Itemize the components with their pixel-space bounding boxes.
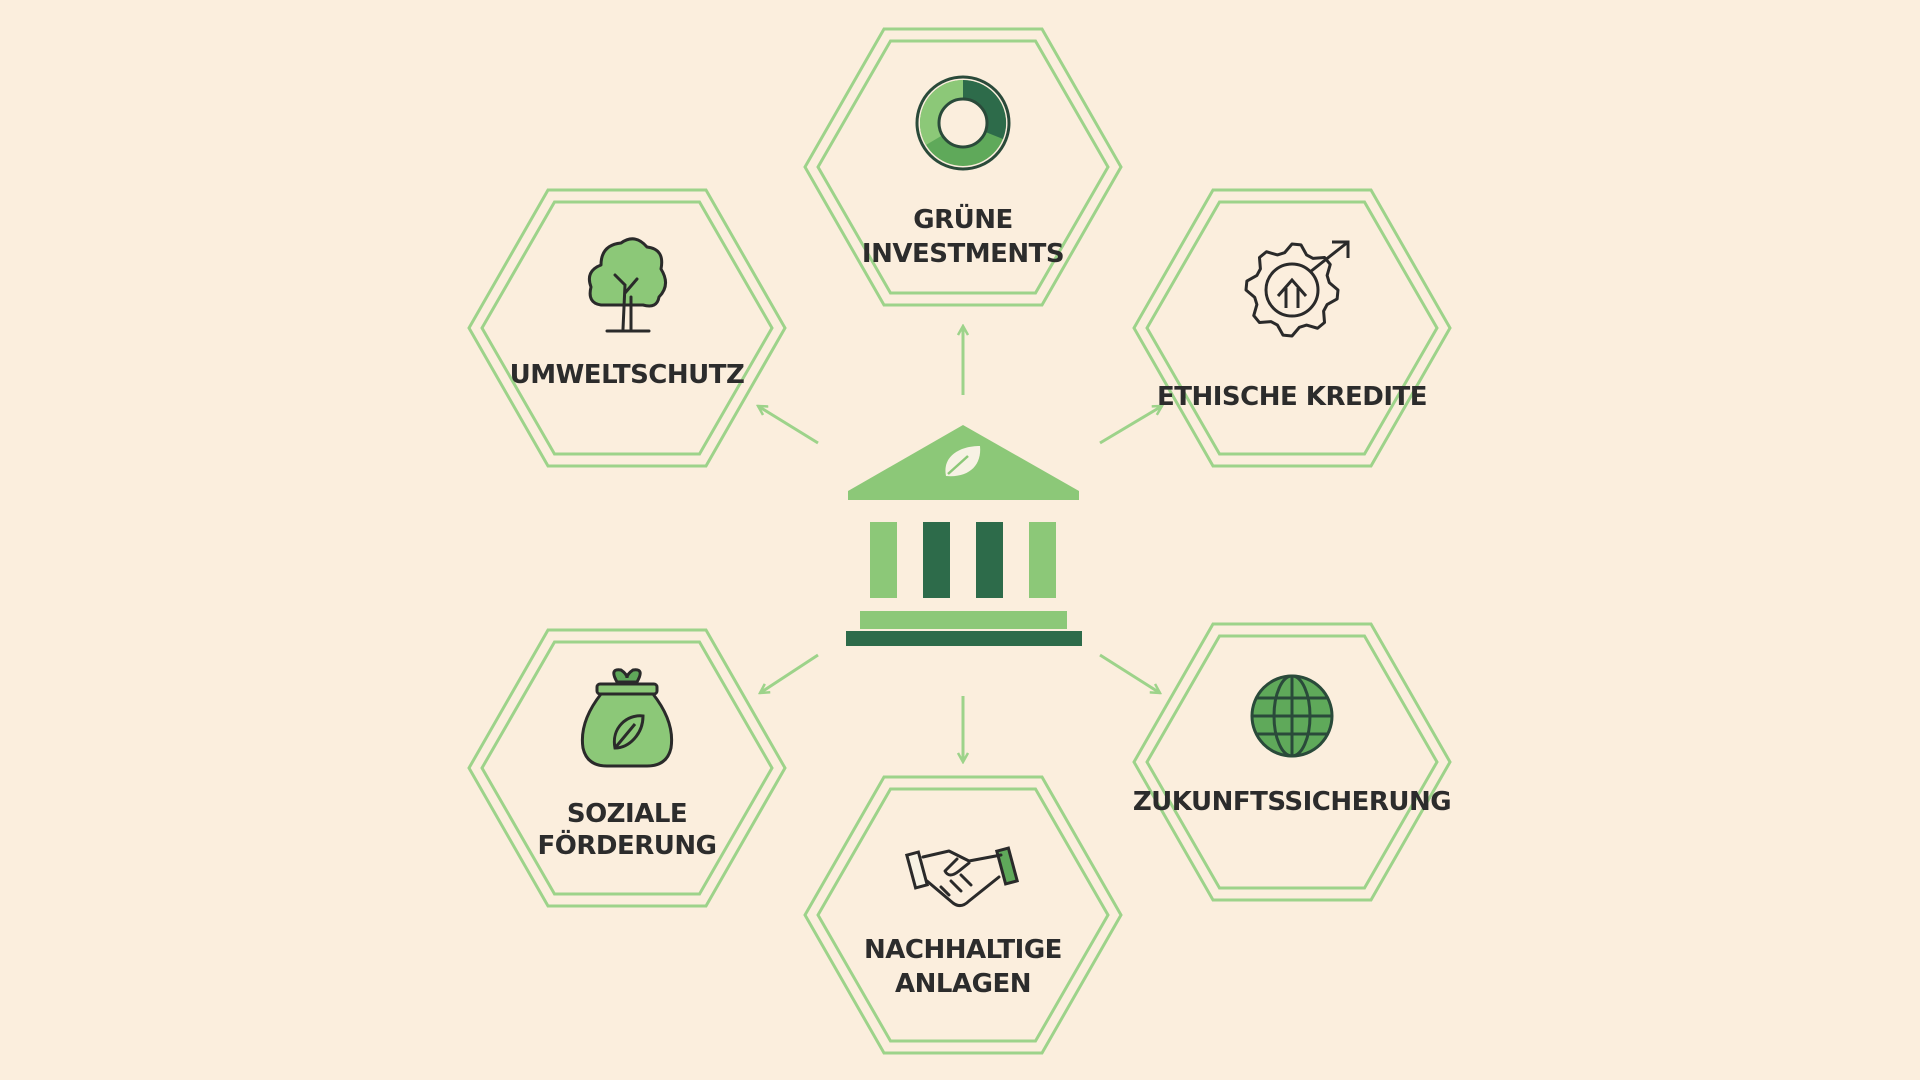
hex-label-line: UMWELTSCHUTZ <box>510 360 745 390</box>
hex-inner-border <box>816 39 1110 295</box>
handshake-icon <box>904 846 1020 908</box>
hex-inner-border <box>480 640 774 896</box>
hex-node-umweltschutz: UMWELTSCHUTZ <box>467 188 787 468</box>
hex-label-line: ZUKUNFTSSICHERUNG <box>1133 787 1451 817</box>
hex-outer-border <box>467 628 787 908</box>
gear-growth-arrow-icon <box>1244 240 1350 338</box>
arrow-to-ethische-kredite <box>1099 406 1162 445</box>
bank-leaf-icon <box>846 425 1082 646</box>
hex-outer-border <box>1132 622 1452 902</box>
hex-label-line: ANLAGEN <box>895 969 1031 999</box>
hex-label-line: ETHISCHE KREDITE <box>1157 382 1427 412</box>
hex-inner-border <box>480 200 774 456</box>
arrows <box>758 326 1162 762</box>
hex-inner-border <box>1145 634 1439 890</box>
hex-outer-border <box>1132 188 1452 468</box>
hex-node-ethische-kredite: ETHISCHE KREDITE <box>1132 188 1452 468</box>
hex-outer-border <box>467 188 787 468</box>
arrow-to-umweltschutz <box>758 406 819 445</box>
hex-label-line: SOZIALE <box>567 799 687 829</box>
hex-node-nachhaltige-anlagen: NACHHALTIGE ANLAGEN <box>803 775 1123 1055</box>
donut-chart-icon <box>915 75 1011 171</box>
hex-inner-border <box>816 787 1110 1043</box>
arrow-to-zukunftssicherung <box>1099 653 1160 693</box>
tree-icon <box>587 237 667 333</box>
money-bag-leaf-icon <box>580 668 674 768</box>
hex-label-line: GRÜNE <box>913 202 1013 235</box>
globe-icon <box>1250 674 1334 758</box>
hex-label-line: FÖRDERUNG <box>538 828 717 861</box>
hex-label-line: NACHHALTIGE <box>864 935 1062 965</box>
hex-outer-border <box>803 775 1123 1055</box>
hex-label-line: INVESTMENTS <box>862 239 1064 269</box>
arrow-to-soziale-foerderung <box>760 653 819 693</box>
hex-node-gruene-investments: GRÜNE INVESTMENTS <box>803 27 1123 307</box>
hex-outer-border <box>803 27 1123 307</box>
hex-node-zukunftssicherung: ZUKUNFTSSICHERUNG <box>1132 622 1452 902</box>
hex-inner-border <box>1145 200 1439 456</box>
